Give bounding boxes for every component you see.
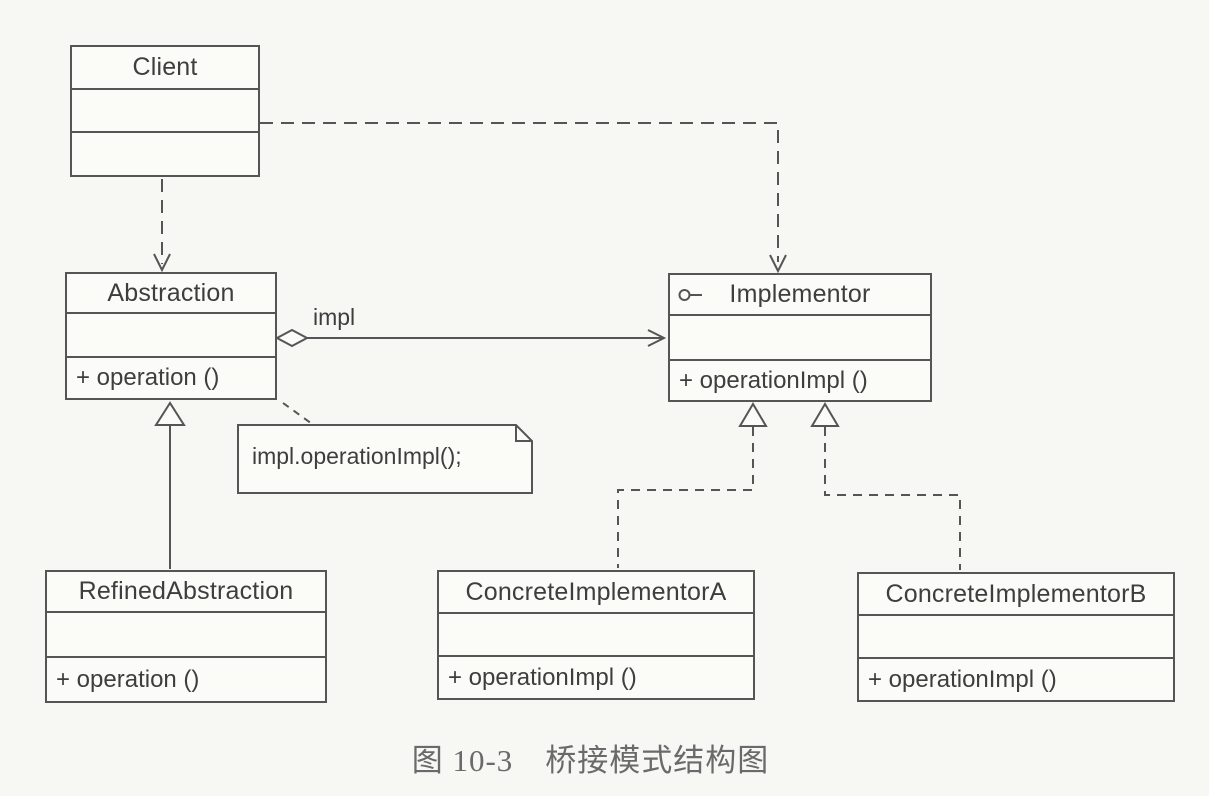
realization-a-hollow-triangle bbox=[740, 404, 766, 426]
class-concrete-implementor-a-name: ConcreteImplementorA bbox=[439, 572, 753, 614]
association-open-arrowhead bbox=[648, 330, 664, 346]
class-abstraction: Abstraction + operation () bbox=[65, 272, 277, 400]
dependency-client-to-implementor-arrowhead bbox=[770, 255, 786, 271]
class-concrete-implementor-a: ConcreteImplementorA + operationImpl () bbox=[437, 570, 755, 700]
class-implementor-methods: + operationImpl () bbox=[679, 366, 868, 394]
class-abstraction-methods: + operation () bbox=[76, 364, 220, 391]
association-label-impl: impl bbox=[313, 304, 356, 330]
class-implementor-attributes bbox=[670, 316, 930, 361]
realization-b-hollow-triangle bbox=[812, 404, 838, 426]
dependency-client-to-abstraction-arrowhead bbox=[154, 254, 170, 270]
interface-lollipop-icon bbox=[678, 288, 702, 301]
dependency-client-to-implementor-line bbox=[260, 123, 778, 262]
generalization-hollow-triangle bbox=[156, 403, 184, 425]
realization-b-dashed-line bbox=[825, 427, 960, 570]
class-implementor: Implementor + operationImpl () bbox=[668, 273, 932, 402]
realization-a-dashed-line bbox=[618, 427, 753, 568]
class-concrete-implementor-b-attributes bbox=[859, 616, 1173, 659]
class-implementor-title: Implementor bbox=[670, 275, 930, 316]
class-client: Client bbox=[70, 45, 260, 177]
uml-note-shape bbox=[238, 425, 532, 493]
class-client-attributes bbox=[72, 90, 258, 133]
class-refined-abstraction-methods: + operation () bbox=[56, 665, 200, 693]
figure-caption: 图 10-3 桥接模式结构图 bbox=[411, 743, 770, 778]
class-refined-abstraction-attributes bbox=[47, 613, 325, 658]
class-concrete-implementor-b: ConcreteImplementorB + operationImpl () bbox=[857, 572, 1175, 702]
class-concrete-implementor-b-methods: + operationImpl () bbox=[868, 665, 1057, 693]
class-client-methods bbox=[72, 133, 258, 175]
uml-note-text: impl.operationImpl(); bbox=[252, 443, 462, 469]
class-refined-abstraction: RefinedAbstraction + operation () bbox=[45, 570, 327, 703]
class-abstraction-name: Abstraction bbox=[67, 274, 275, 314]
note-anchor-line bbox=[283, 403, 315, 426]
class-concrete-implementor-a-methods: + operationImpl () bbox=[448, 663, 637, 691]
uml-note-fold-icon bbox=[516, 425, 532, 441]
class-concrete-implementor-a-attributes bbox=[439, 614, 753, 657]
class-refined-abstraction-name: RefinedAbstraction bbox=[47, 572, 325, 613]
class-client-name: Client bbox=[72, 47, 258, 90]
aggregation-diamond bbox=[277, 330, 307, 346]
class-abstraction-attributes bbox=[67, 314, 275, 358]
class-implementor-name: Implementor bbox=[729, 280, 871, 308]
class-concrete-implementor-b-name: ConcreteImplementorB bbox=[859, 574, 1173, 616]
